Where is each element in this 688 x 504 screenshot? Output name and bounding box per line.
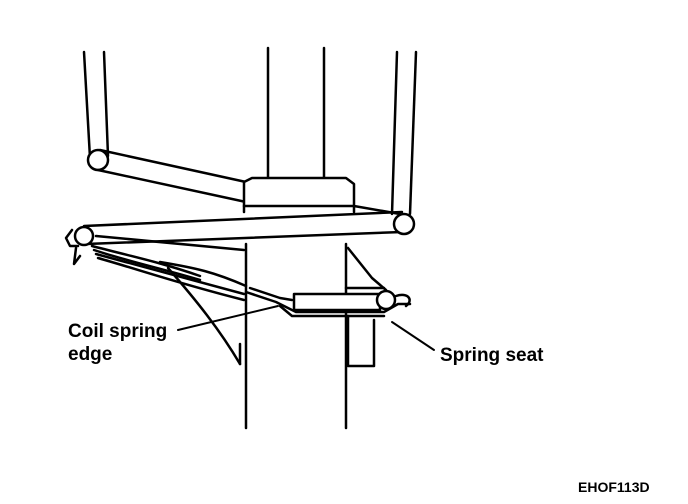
upper-support-arms <box>82 50 418 216</box>
coil-spring-edge-label-line1: Coil spring <box>68 321 168 342</box>
spring-seat-label: Spring seat <box>440 345 544 366</box>
coil-spring-edge-label-line2: edge <box>68 344 113 365</box>
upper-coil <box>86 148 248 204</box>
coil-spring-edge <box>64 228 246 302</box>
leader-lines <box>177 305 435 351</box>
lower-bracket <box>158 260 248 366</box>
figure-code: EHOF113D <box>578 479 650 495</box>
coil-spring-turn <box>73 204 416 252</box>
top-plate <box>242 176 356 214</box>
strut-shaft <box>244 46 348 430</box>
spring-seat <box>244 246 412 368</box>
